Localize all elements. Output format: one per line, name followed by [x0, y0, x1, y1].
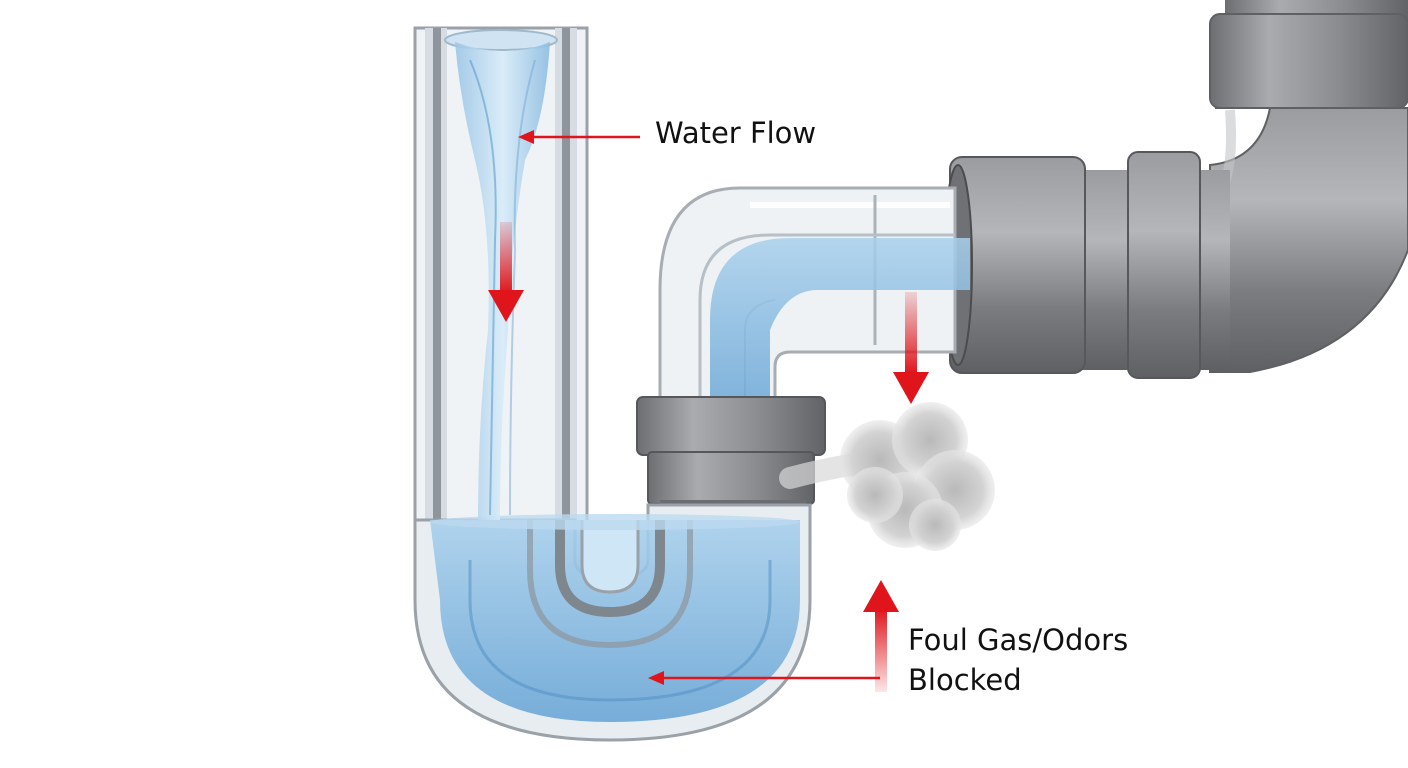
clear-pipe	[413, 26, 970, 742]
foul-gas-label-line2: Blocked	[908, 663, 1022, 697]
up-arrow-icon	[863, 580, 899, 692]
foul-gas-label-line1: Foul Gas/Odors	[908, 623, 1128, 657]
water-seal-leader	[648, 671, 880, 685]
gas-cloud-icon	[779, 402, 995, 551]
water-flow-label: Water Flow	[655, 116, 816, 150]
drain-pipe	[943, 0, 1408, 379]
water-in-outlet	[710, 238, 970, 410]
water-flow-leader	[518, 130, 640, 144]
down-arrow-icon	[893, 292, 929, 404]
down-arrow-icon	[488, 222, 524, 322]
water-seal	[430, 520, 800, 722]
